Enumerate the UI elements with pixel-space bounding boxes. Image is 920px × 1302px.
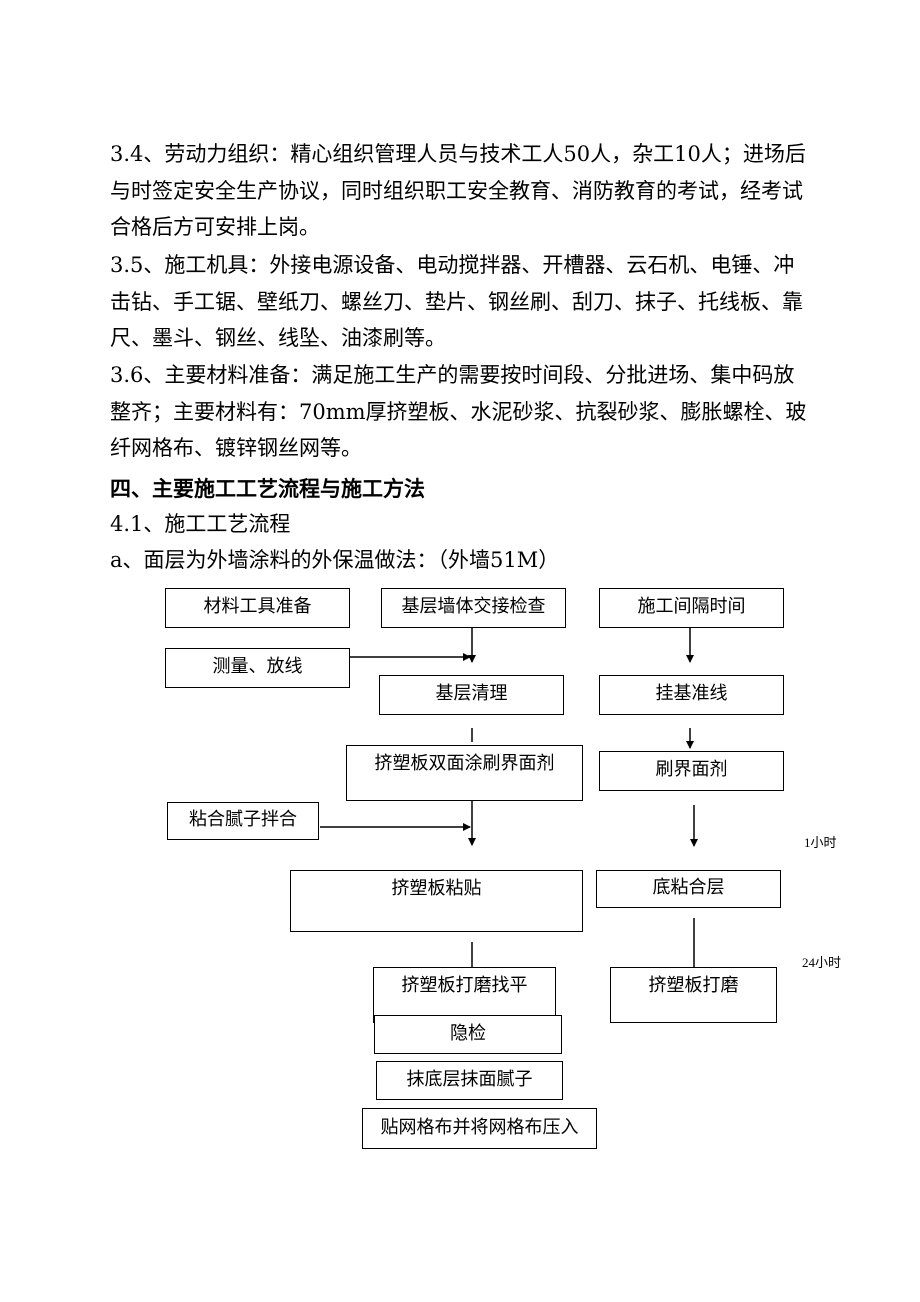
box-survey-layout-label: 测量、放线 (212, 656, 303, 677)
box-base-wall-check: 基层墙体交接检查 (381, 588, 566, 628)
paragraph-labor-organization: 3.4、劳动力组织：精心组织管理人员与技术工人50人，杂工10人；进场后与时签定… (110, 142, 806, 239)
box-xps-bonding-label: 挤塑板粘贴 (391, 878, 482, 899)
box-base-face-putty: 抹底层抹面腻子 (376, 1061, 563, 1100)
box-mix-putty: 粘合腻子拌合 (167, 802, 319, 840)
paragraph-construction-tools: 3.5、施工机具：外接电源设备、电动搅拌器、开槽器、云石机、电锤、冲击钻、手工锯… (110, 253, 803, 350)
box-base-wall-check-label: 基层墙体交接检查 (401, 596, 546, 617)
box-hang-reference-line-label: 挂基准线 (655, 683, 728, 704)
box-base-bond-layer-label: 底粘合层 (652, 877, 725, 898)
box-hidden-inspection-label: 隐检 (450, 1023, 486, 1044)
box-xps-grind: 挤塑板打磨 (610, 967, 777, 1023)
note-1-hour: 1小时 (804, 835, 837, 850)
box-materials-tools: 材料工具准备 (165, 588, 350, 628)
box-xps-grind-level: 挤塑板打磨找平 (373, 967, 556, 1023)
box-base-cleaning: 基层清理 (379, 675, 564, 715)
box-survey-layout: 测量、放线 (165, 648, 350, 688)
box-mesh-press-label: 贴网格布并将网格布压入 (380, 1117, 579, 1138)
note-24-hours: 24小时 (802, 955, 842, 970)
box-xps-grind-level-label: 挤塑板打磨找平 (401, 975, 528, 996)
method-description: a、面层为外墙涂料的外保温做法：（外墙51M） (110, 548, 560, 572)
box-mix-putty-label: 粘合腻子拌合 (189, 809, 297, 830)
subheading-process-flow: 4.1、施工工艺流程 (110, 512, 291, 536)
box-xps-interface-both: 挤塑板双面涂刷界面剂 (346, 745, 583, 801)
box-base-bond-layer: 底粘合层 (596, 870, 781, 908)
box-hang-reference-line: 挂基准线 (599, 675, 784, 715)
paragraph-materials-preparation: 3.6、主要材料准备：满足施工生产的需要按时间段、分批进场、集中码放整齐；主要材… (110, 363, 807, 460)
box-interval-time-label: 施工间隔时间 (637, 596, 746, 617)
box-base-cleaning-label: 基层清理 (435, 683, 508, 704)
box-base-face-putty-label: 抹底层抹面腻子 (406, 1069, 533, 1090)
section-heading: 四、主要施工工艺流程与施工方法 (110, 476, 425, 501)
box-brush-interface: 刷界面剂 (599, 751, 784, 791)
box-xps-grind-label: 挤塑板打磨 (648, 975, 739, 996)
box-hidden-inspection: 隐检 (374, 1015, 562, 1054)
box-materials-tools-label: 材料工具准备 (203, 596, 312, 617)
box-xps-interface-both-label: 挤塑板双面涂刷界面剂 (374, 753, 555, 774)
box-interval-time: 施工间隔时间 (599, 588, 784, 628)
box-mesh-press: 贴网格布并将网格布压入 (362, 1108, 597, 1149)
box-xps-bonding: 挤塑板粘贴 (290, 870, 583, 932)
box-brush-interface-label: 刷界面剂 (655, 759, 728, 780)
